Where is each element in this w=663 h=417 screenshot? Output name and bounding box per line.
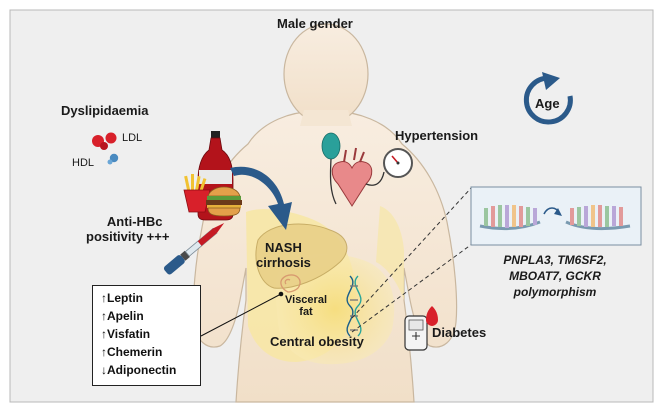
ldl-icon <box>92 132 117 150</box>
mutation-arrow-icon <box>543 207 562 216</box>
male-gender-label: Male gender <box>277 16 353 31</box>
heart-icon <box>331 147 373 207</box>
adipokine-name: Apelin <box>107 309 144 323</box>
hypertension-label: Hypertension <box>395 128 479 143</box>
adipokine-item-apelin: ↑Apelin <box>101 309 144 323</box>
arrow-down-icon: ↓ <box>101 363 107 377</box>
visceral-line1: Visceral <box>285 294 328 306</box>
age-arrow-icon <box>523 72 573 125</box>
adipokine-name: Adiponectin <box>107 363 177 377</box>
gene-polymorphism-caption: PNPLA3, TM6SF2, MBOAT7, GCKR polymorphis… <box>480 252 630 300</box>
hdl-label: HDL <box>72 157 95 169</box>
central-obesity-label: Central obesity <box>270 334 364 349</box>
bp-cuff-icon <box>321 132 341 205</box>
hdl-icon <box>107 153 119 165</box>
dna-strand-right-icon <box>565 205 631 231</box>
gene-line-3: polymorphism <box>513 285 597 299</box>
liver <box>255 223 348 289</box>
bp-gauge-icon <box>365 148 413 186</box>
age-label: Age <box>535 96 560 111</box>
arrow-up-icon: ↑ <box>101 345 107 359</box>
visceral-fat-label: Visceral fat <box>285 294 327 318</box>
gene-line-1: PNPLA3, TM6SF2, <box>503 253 607 267</box>
gene-line-2: MBOAT7, GCKR <box>509 269 601 283</box>
fries-icon <box>183 174 211 213</box>
nash-line2: cirrhosis <box>256 255 311 270</box>
dna-connector-top <box>351 186 473 319</box>
arrow-up-icon: ↑ <box>101 291 107 305</box>
adipokine-connector <box>200 293 282 337</box>
pipette-icon <box>163 223 225 275</box>
glucometer-icon <box>404 306 438 351</box>
ldl-label: LDL <box>122 132 143 144</box>
dna-connector-bottom <box>351 243 473 333</box>
anti-hbc-line2: positivity +++ <box>86 229 170 244</box>
dna-strand-left-icon <box>479 205 541 231</box>
anti-hbc-label: Anti-HBc positivity +++ <box>86 214 169 244</box>
nash-cirrhosis-label: NASH cirrhosis <box>256 240 311 270</box>
head <box>283 23 369 125</box>
adipokine-name: Leptin <box>107 291 143 305</box>
curved-arrow-icon <box>230 166 292 230</box>
visceral-line2: fat <box>299 306 313 318</box>
adipokine-item-visfatin: ↑Visfatin <box>101 327 150 341</box>
diabetes-label: Diabetes <box>432 325 487 340</box>
adipokine-list: ↑Leptin ↑Apelin ↑Visfatin ↑Chemerin ↓Adi… <box>92 285 201 386</box>
adipokine-item-leptin: ↑Leptin <box>101 291 143 305</box>
dyslipidaemia-label: Dyslipidaemia <box>61 103 149 118</box>
adipokine-item-chemerin: ↑Chemerin <box>101 345 162 359</box>
arrow-up-icon: ↑ <box>101 327 107 341</box>
arrow-up-icon: ↑ <box>101 309 107 323</box>
burger-icon <box>206 186 242 217</box>
adipokine-item-adiponectin: ↓Adiponectin <box>101 363 176 377</box>
intestines-icon <box>280 274 301 293</box>
anti-hbc-line1: Anti-HBc <box>106 214 163 229</box>
adipokine-name: Chemerin <box>107 345 163 359</box>
adipokine-name: Visfatin <box>107 327 151 341</box>
nash-line1: NASH <box>265 240 302 255</box>
